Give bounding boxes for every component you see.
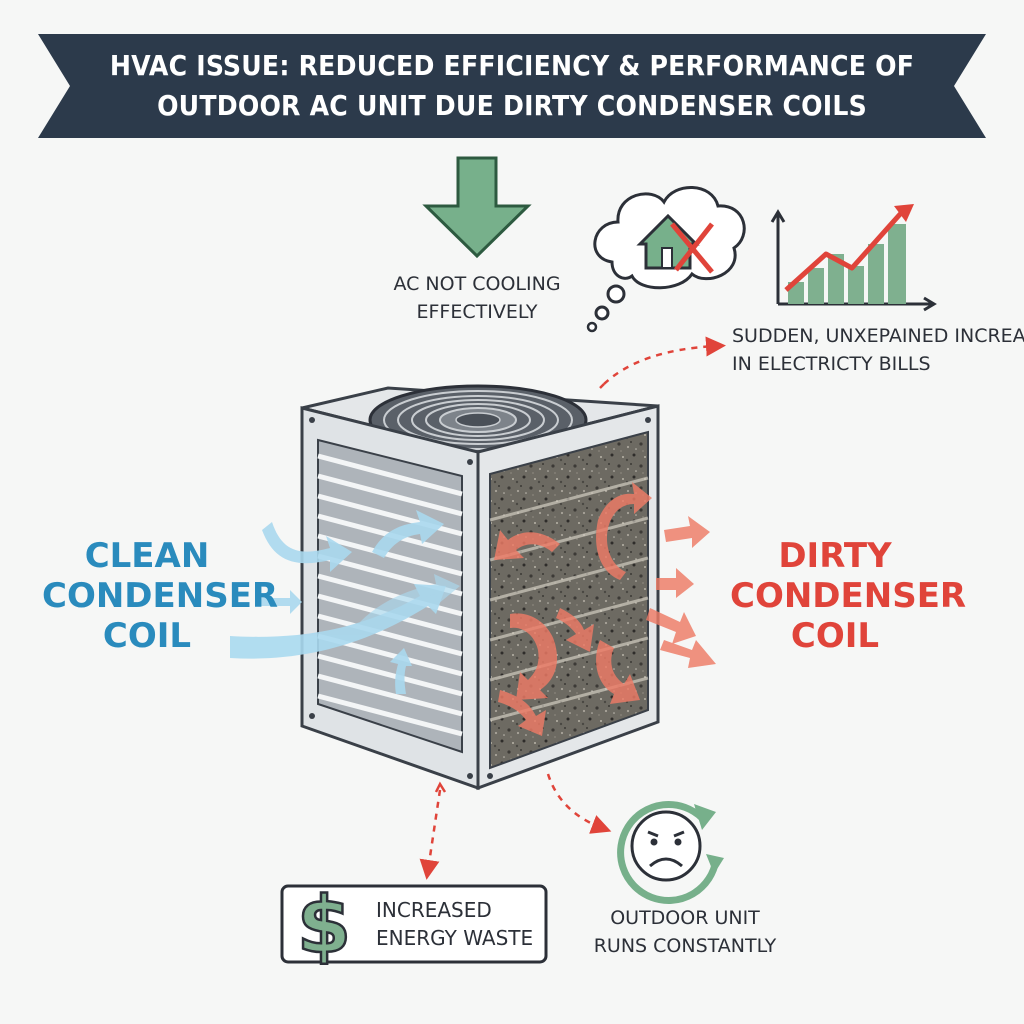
- energy-line-2: ENERGY WASTE: [376, 926, 534, 950]
- thought-bubble-house-icon: [586, 186, 746, 333]
- ac-unit: [300, 384, 660, 791]
- dirty-condenser-coil-label: DIRTY CONDENSER COIL: [730, 536, 967, 656]
- title-line-1: HVAC ISSUE: REDUCED EFFICIENCY & PERFORM…: [109, 49, 915, 82]
- page-title: HVAC ISSUE: REDUCED EFFICIENCY & PERFORM…: [80, 46, 944, 126]
- ac-not-cooling-label: AC NOT COOLING EFFECTIVELY: [372, 270, 582, 326]
- rising-bar-chart-icon: [770, 204, 937, 312]
- sad-face-cycle-icon: [617, 801, 724, 904]
- dirty-line-2: CONDENSER: [730, 576, 967, 616]
- energy-line-1: INCREASED: [376, 898, 492, 922]
- ac-not-cooling-line-2: EFFECTIVELY: [416, 301, 538, 323]
- clean-airflow-arrows: [230, 510, 460, 694]
- clean-line-1: CLEAN: [84, 536, 210, 576]
- runs-constantly-label: OUTDOOR UNIT RUNS CONSTANTLY: [580, 904, 790, 960]
- bills-line-2: IN ELECTRICTY BILLS: [732, 353, 931, 375]
- clean-line-2: CONDENSER: [42, 576, 279, 616]
- title-banner: [38, 34, 986, 138]
- down-arrow-icon: [422, 156, 532, 259]
- dollar-icon: $: [296, 880, 353, 973]
- dirty-airflow-arrows: [494, 482, 716, 736]
- title-line-2: OUTDOOR AC UNIT DUE DIRTY CONDENSER COIL…: [157, 89, 867, 122]
- bills-line-1: SUDDEN, UNXEPAINED INCREAS: [732, 325, 1024, 347]
- svg-text:$: $: [297, 881, 351, 971]
- dashed-arrow-bills: [599, 336, 726, 389]
- dirty-coil-panel: [489, 430, 649, 770]
- clean-condenser-coil-label: CLEAN CONDENSER COIL: [42, 536, 279, 656]
- electricity-bills-label: SUDDEN, UNXEPAINED INCREAS IN ELECTRICTY…: [732, 322, 1024, 378]
- clean-line-3: COIL: [102, 616, 192, 656]
- dirty-line-3: COIL: [790, 616, 880, 656]
- dirty-line-1: DIRTY: [778, 536, 892, 576]
- dashed-arrow-runs: [546, 773, 612, 834]
- runs-line-2: RUNS CONSTANTLY: [593, 935, 777, 957]
- runs-line-1: OUTDOOR UNIT: [610, 907, 760, 929]
- dashed-arrow-energy: [419, 781, 447, 880]
- energy-waste-box: $: [280, 880, 548, 973]
- energy-waste-label: INCREASED ENERGY WASTE: [376, 896, 542, 952]
- ac-not-cooling-line-1: AC NOT COOLING: [393, 273, 561, 295]
